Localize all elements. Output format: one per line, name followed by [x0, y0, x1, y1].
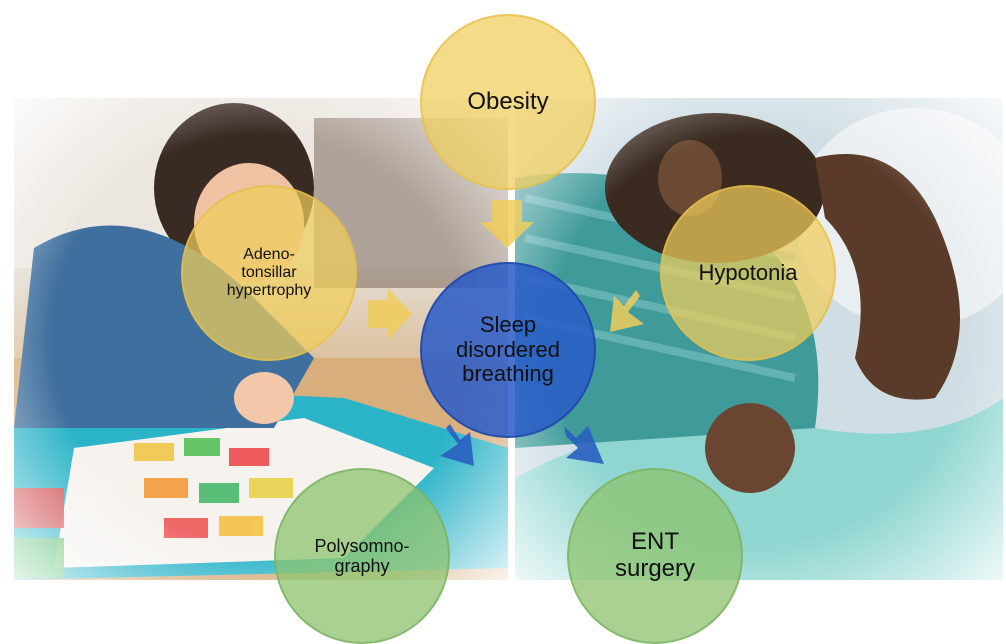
node-obesity: Obesity	[420, 14, 596, 190]
node-ent-surgery-label: ENT surgery	[614, 528, 696, 582]
arrow-sdb-to-poly	[440, 424, 474, 466]
node-hypotonia: Hypotonia	[660, 185, 836, 361]
node-obesity-label: Obesity	[467, 87, 549, 115]
arrow-hypo-to-sdb	[610, 290, 644, 332]
node-ent-surgery: ENT surgery	[567, 468, 743, 644]
node-polysomnography-label: Polysomno- graphy	[314, 535, 410, 576]
arrow-sdb-to-ent	[564, 426, 604, 464]
node-hypotonia-label: Hypotonia	[698, 259, 798, 285]
node-sleep-disordered-breathing-label: Sleep disordered breathing	[456, 312, 560, 387]
arrow-obesity-to-sdb	[480, 200, 534, 248]
node-sleep-disordered-breathing: Sleep disordered breathing	[420, 262, 596, 438]
node-adenotonsillar-hypertrophy-label: Adeno- tonsillar hypertrophy	[226, 246, 312, 299]
arrow-adeno-to-sdb	[368, 288, 412, 340]
node-polysomnography: Polysomno- graphy	[274, 468, 450, 644]
node-adenotonsillar-hypertrophy: Adeno- tonsillar hypertrophy	[181, 185, 357, 361]
